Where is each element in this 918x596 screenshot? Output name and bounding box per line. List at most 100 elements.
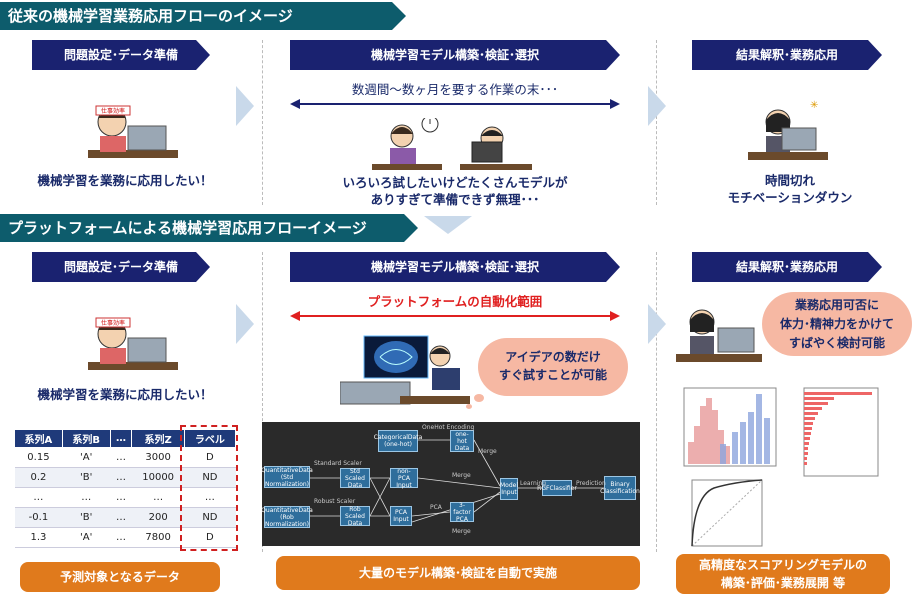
roc-curve-thumbnail <box>691 479 763 547</box>
cell: … <box>110 467 132 488</box>
table-row: …………… <box>14 487 236 508</box>
cell: … <box>131 487 185 508</box>
table-header: 系列Z <box>131 429 185 448</box>
cell: 0.2 <box>14 467 63 488</box>
cell: … <box>110 507 132 528</box>
pipeline-label: PCA <box>430 504 442 511</box>
bottom-step-2: 機械学習モデル構築･検証･選択 <box>290 252 620 282</box>
cell: D <box>184 527 236 548</box>
double-arrow-icon <box>290 99 620 109</box>
pipeline-node: QuantitativeData (Rob Normalization) <box>261 506 313 528</box>
headband-text: 仕事効率 <box>101 319 125 327</box>
cell: 'B' <box>62 467 111 488</box>
box-prediction-data: 予測対象となるデータ <box>20 562 220 592</box>
flow-arrow-icon <box>236 304 254 344</box>
top-section-title: 従来の機械学習業務応用フローのイメージ <box>0 2 406 30</box>
pipeline-node: PCA Input <box>390 506 412 526</box>
cell: … <box>14 487 63 508</box>
pipeline-node: Model Input <box>500 478 518 500</box>
table-header: … <box>109 429 133 448</box>
cell: … <box>110 487 132 508</box>
pipeline-label: Robust Scaler <box>314 498 356 505</box>
cloud-text: 業務応用可否に <box>794 298 879 312</box>
pipeline-label: Standard Scaler <box>314 460 362 467</box>
flow-arrow-icon <box>648 86 666 126</box>
bottom-section-title: プラットフォームによる機械学習応用フローイメージ <box>0 214 418 242</box>
pipeline-label: Prediction <box>576 480 606 487</box>
pipeline-node: Binary Classification <box>600 476 640 500</box>
top-caption-3b: モチベーションダウン <box>727 190 853 205</box>
double-arrow-icon <box>290 311 620 321</box>
cloud-bubble <box>474 394 484 402</box>
thought-cloud-1: アイデアの数だけ すぐ試すことが可能 <box>478 338 628 396</box>
box-text: 高精度なスコアリングモデルの <box>698 558 867 572</box>
cell: -0.1 <box>14 507 63 528</box>
pipeline-connectors <box>310 439 604 523</box>
cell: 'A' <box>62 527 111 548</box>
pipeline-label: Learning <box>520 480 547 487</box>
top-caption-3a: 時間切れ <box>764 173 815 188</box>
cell: … <box>110 447 132 468</box>
worker-illustration: 仕事効率 <box>88 105 178 158</box>
pipeline-node: non-PCA Input <box>390 468 418 489</box>
bottom-caption-1: 機械学習を業務に応用したい！ <box>37 387 213 402</box>
top-step-3: 結果解釈･業務応用 <box>692 40 882 70</box>
pipeline-label: OneHot Encoding <box>422 424 475 431</box>
box-scoring-model: 高精度なスコアリングモデルの 構築･評価･業務展開 等 <box>676 554 890 594</box>
pipeline-node: Rob Scaled Data <box>340 506 370 527</box>
bottom-step-3: 結果解釈･業務応用 <box>692 252 882 282</box>
cloud-text: 体力･精神力をかけて <box>779 317 894 331</box>
relaxed-worker-illustration <box>340 335 470 405</box>
cell: 'B' <box>62 507 111 528</box>
cell: ND <box>184 467 236 488</box>
feature-importance-thumbnail <box>803 387 879 477</box>
table-header: 系列B <box>61 429 111 448</box>
pipeline-label: Merge <box>452 472 471 479</box>
box-auto-model: 大量のモデル構築･検証を自動で実施 <box>276 556 640 590</box>
cell: 1.3 <box>14 527 63 548</box>
top-caption-1: 機械学習を業務に応用したい！ <box>37 173 213 188</box>
cell: 'A' <box>62 447 111 468</box>
cloud-text: アイデアの数だけ <box>505 350 601 364</box>
top-caption-2a: いろいろ試したいけどたくさんモデルが <box>342 175 568 190</box>
pipeline-label: Merge <box>452 528 471 535</box>
top-caption-2b: ありすぎて準備できず無理･･･ <box>370 192 540 207</box>
cloud-text: すばやく検討可能 <box>788 336 885 350</box>
top-span-label: 数週間〜数ヶ月を要する作業の末･･･ <box>351 82 559 97</box>
cloud-text: すぐ試すことが可能 <box>498 368 607 382</box>
bottom-step-1: 問題設定･データ準備 <box>32 252 210 282</box>
cell: ND <box>184 507 236 528</box>
cell: 200 <box>131 507 185 528</box>
flow-arrow-icon <box>648 304 666 344</box>
svg-text:✳: ✳ <box>810 100 818 111</box>
cell: … <box>110 527 132 548</box>
cloud-bubble <box>466 404 472 409</box>
top-step-1: 問題設定･データ準備 <box>32 40 210 70</box>
divider <box>262 40 263 205</box>
label-column-highlight <box>180 425 238 551</box>
worker-illustration: 仕事効率 <box>88 317 178 370</box>
cell: 10000 <box>131 467 185 488</box>
divider <box>656 252 657 552</box>
divider <box>262 252 263 552</box>
pipeline-node: one-hot Data <box>450 430 474 452</box>
histogram-thumbnail <box>683 387 777 467</box>
thought-cloud-2: 業務応用可否に 体力･精神力をかけて すばやく検討可能 <box>762 292 912 356</box>
box-text: 構築･評価･業務展開 等 <box>720 576 846 590</box>
cell: … <box>184 487 236 508</box>
table-header: ラベル <box>183 429 237 448</box>
flow-arrow-icon <box>236 86 254 126</box>
headband-text: 仕事効率 <box>101 107 125 115</box>
tired-worker-illustration: ✳ <box>748 100 828 160</box>
down-arrow-icon <box>424 216 472 234</box>
top-step-2: 機械学習モデル構築･検証･選択 <box>290 40 620 70</box>
pipeline-node: Std Scaled Data <box>340 468 370 489</box>
cell: D <box>184 447 236 468</box>
table-header: 系列A <box>14 429 63 448</box>
pipeline-node: QuantitativeData (Std Normalization) <box>261 466 313 488</box>
pipeline-diagram: QuantitativeData (Std Normalization) Qua… <box>261 422 640 546</box>
cell: … <box>62 487 111 508</box>
